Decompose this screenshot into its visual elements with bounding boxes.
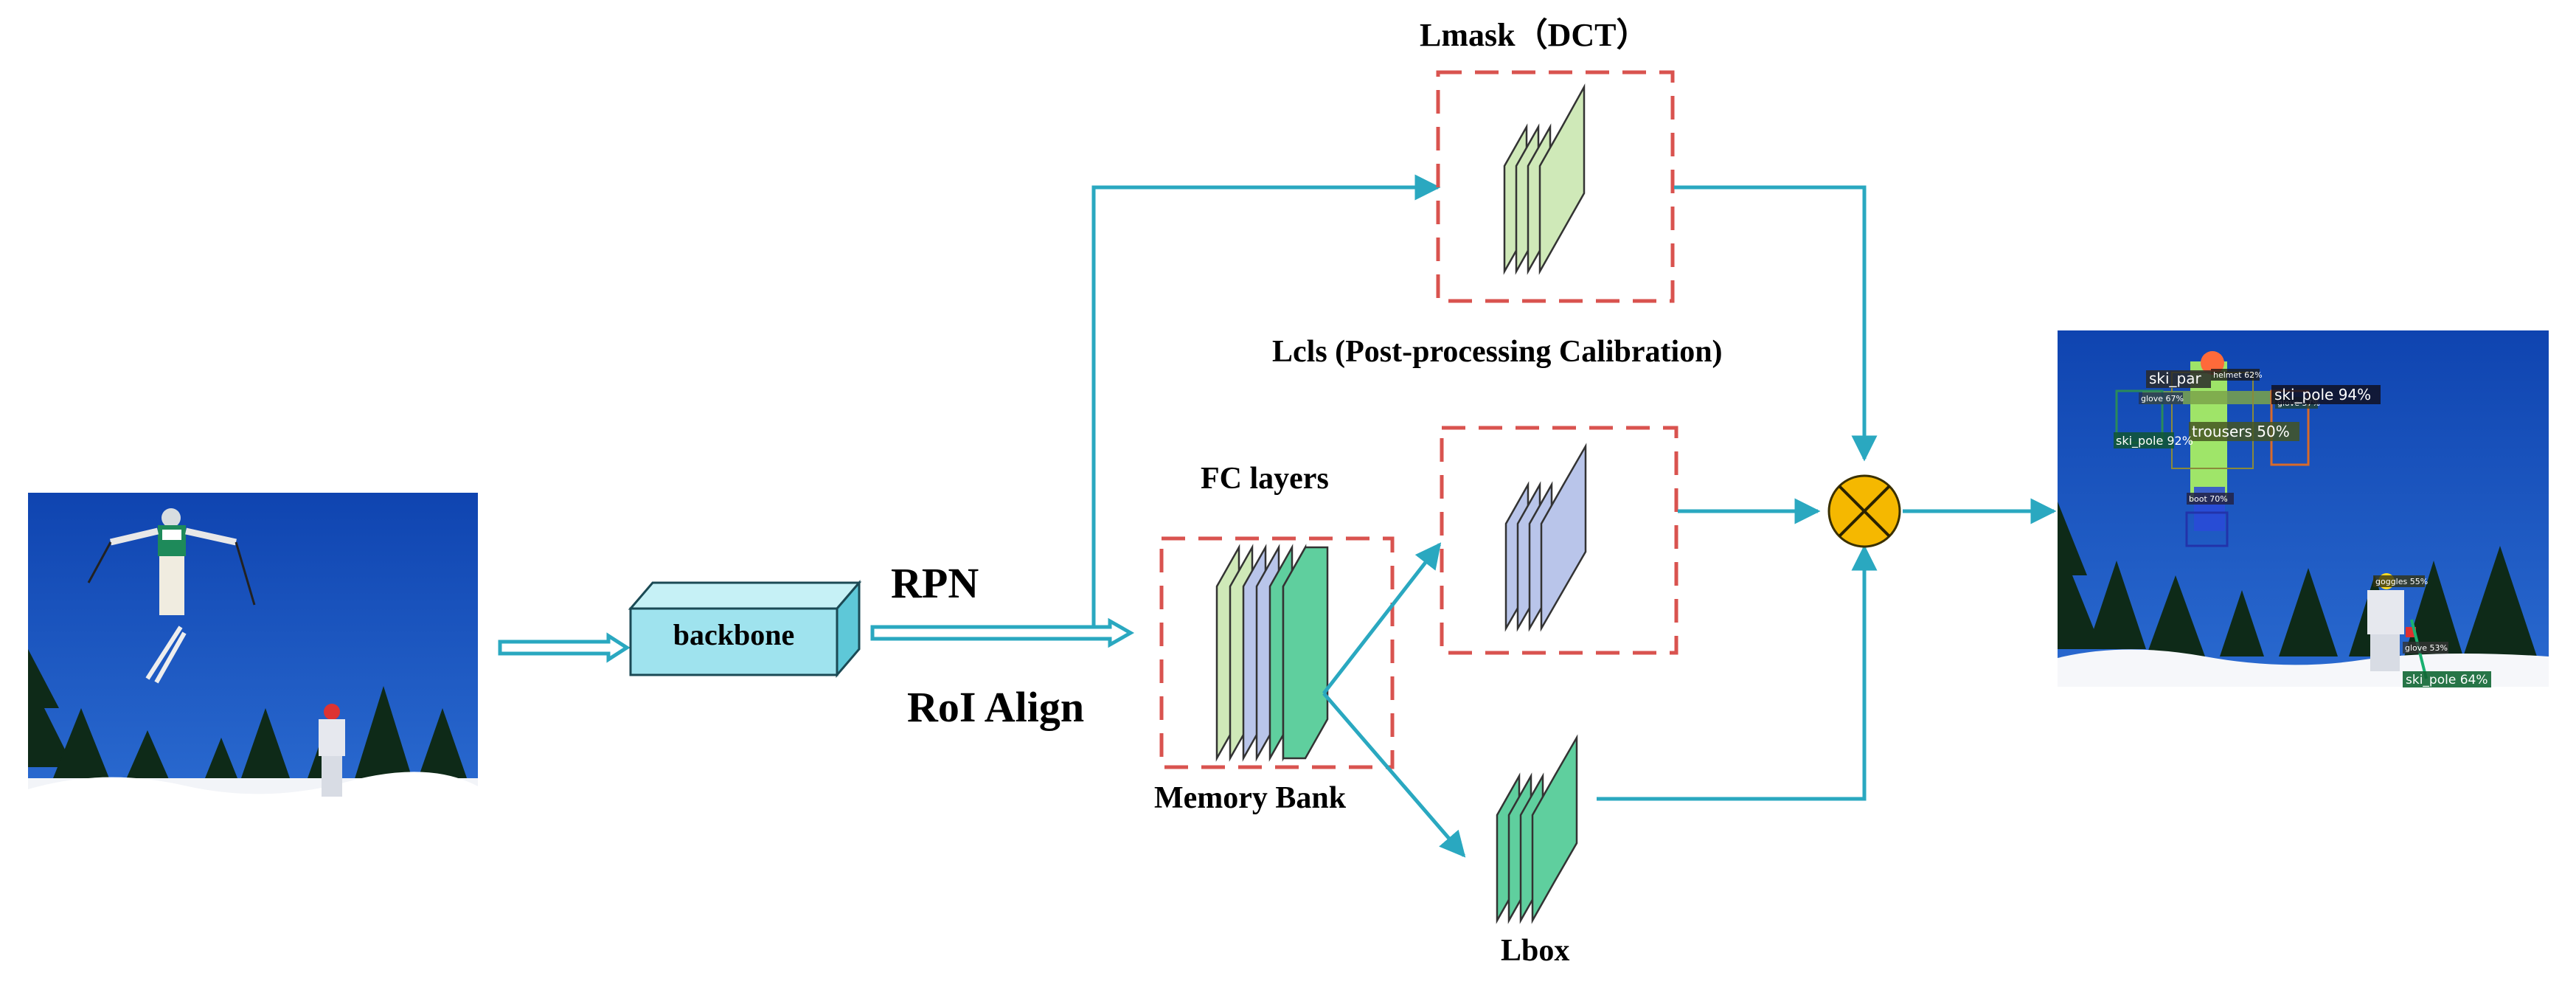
detection-tag-ski-par: ski_par (2149, 370, 2202, 387)
detection-tag-ski-pole-bottom: ski_pole 64% (2406, 673, 2488, 687)
memory-bank-label: Memory Bank (1154, 781, 1347, 815)
lbox-label: Lbox (1501, 934, 1569, 968)
detection-tag-trousers: trousers 50% (2192, 423, 2290, 440)
mask-to-combine-arrow (1674, 185, 1878, 462)
skier-figure (87, 508, 256, 684)
detection-tag-boot: boot 70% (2189, 494, 2228, 504)
roi-align-label: RoI Align (907, 683, 1084, 731)
box-to-combine-arrow (1597, 544, 1878, 801)
memory-bank-layers (1215, 544, 1329, 762)
detection-tag-ski-pole-top: ski_pole 94% (2274, 386, 2371, 403)
input-image (28, 493, 478, 797)
detection-tag-goggles: goggles 55% (2375, 577, 2428, 586)
fc-to-cls-arrow (1322, 542, 1442, 695)
mask-head-layers (1503, 83, 1586, 275)
cls-head-box (1440, 426, 1678, 655)
roi-to-mask-connector (1091, 174, 1441, 627)
input-to-backbone-arrow (498, 632, 631, 663)
output-image: ski_par helmet 62% glove 67% glove 57% s… (2058, 330, 2549, 687)
lcls-label: Lcls (Post-processing Calibration) (1272, 335, 1723, 369)
backbone-label: backbone (673, 618, 795, 651)
multiply-node (1827, 474, 1901, 548)
standing-person (319, 704, 345, 797)
lmask-label: Lmask（DCT） (1420, 17, 1649, 53)
backbone-to-roi-arrow (870, 617, 1135, 648)
mask-head-box (1436, 70, 1675, 303)
memory-bank-box (1159, 536, 1395, 769)
detection-tag-ski-pole-left: ski_pole 92% (2116, 434, 2193, 448)
box-head-layers (1496, 734, 1578, 924)
fc-to-box-arrow (1322, 692, 1466, 858)
detection-tag-helmet: helmet 62% (2213, 370, 2263, 380)
detection-tag-glove-left: glove 67% (2141, 394, 2184, 403)
rpn-label: RPN (891, 559, 979, 607)
cls-head-layers (1504, 443, 1587, 632)
tree-silhouettes (28, 649, 472, 793)
backbone-block: backbone (628, 579, 862, 679)
fc-layers-label: FC layers (1201, 462, 1329, 496)
detection-tag-glove-person: glove 53% (2405, 643, 2448, 653)
